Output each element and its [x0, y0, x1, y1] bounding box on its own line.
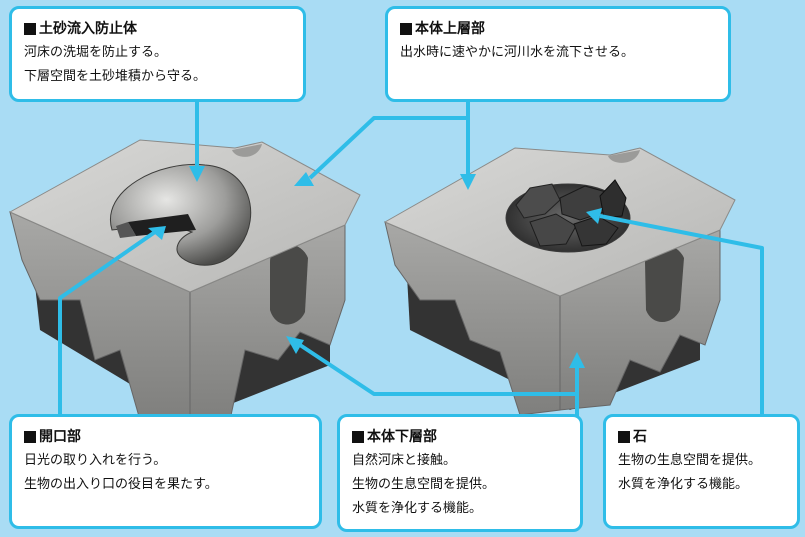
square-bullet-icon	[352, 431, 364, 443]
left-block	[8, 139, 361, 421]
callout-upper-line-1: 出水時に速やかに河川水を流下させる。	[400, 45, 635, 60]
callout-soil-stop-line-1: 河床の洗堀を防止する。	[24, 45, 168, 60]
callout-opening-title: 開口部	[39, 429, 81, 445]
callout-lower-line-3: 水質を浄化する機能。	[352, 501, 483, 516]
right-block	[383, 147, 736, 416]
callout-stone-line-2: 水質を浄化する機能。	[618, 477, 749, 492]
square-bullet-icon	[24, 23, 36, 35]
arrow-head-icon	[148, 226, 166, 240]
connector-upper-left	[308, 100, 470, 180]
callout-soil-stop-title: 土砂流入防止体	[39, 21, 137, 37]
arrow-heads	[148, 166, 602, 368]
connector-stone	[599, 214, 764, 416]
callout-opening-line-2: 生物の出入り口の役目を果たす。	[24, 477, 218, 492]
arrow-head-icon	[460, 174, 476, 190]
square-bullet-icon	[24, 431, 36, 443]
callout-lower-line-2: 生物の生息空間を提供。	[352, 477, 496, 492]
stone-4	[529, 213, 577, 247]
callout-opening: 開口部 日光の取り入れを行う。 生物の出入り口の役目を果たす。	[9, 414, 322, 529]
right-block-notch	[645, 244, 684, 322]
callout-lower: 本体下層部 自然河床と接触。 生物の生息空間を提供。 水質を浄化する機能。	[337, 414, 583, 532]
callout-stone-line-1: 生物の生息空間を提供。	[618, 453, 762, 468]
arrow-head-icon	[294, 172, 314, 186]
connector-opening	[58, 230, 157, 416]
arrow-head-icon	[569, 352, 585, 368]
arrow-head-icon	[586, 208, 602, 224]
callout-soil-stop-line-2: 下層空間を土砂堆積から守る。	[24, 69, 207, 84]
callout-upper: 本体上層部 出水時に速やかに河川水を流下させる。	[385, 6, 731, 102]
callout-upper-title: 本体上層部	[415, 21, 485, 37]
opening-slot	[128, 214, 196, 236]
square-bullet-icon	[618, 431, 630, 443]
callout-opening-line-1: 日光の取り入れを行う。	[24, 453, 167, 468]
callout-lower-line-1: 自然河床と接触。	[352, 453, 457, 468]
arrow-head-icon	[286, 336, 304, 354]
square-bullet-icon	[400, 23, 412, 35]
callout-stone-title: 石	[633, 429, 647, 445]
connector-lower-left	[298, 343, 579, 416]
soil-stop-hood	[109, 163, 252, 266]
callout-lower-title: 本体下層部	[367, 429, 437, 445]
left-block-notch	[270, 244, 308, 325]
stone-3	[599, 179, 627, 219]
callout-soil-stop: 土砂流入防止体 河床の洗堀を防止する。 下層空間を土砂堆積から守る。	[9, 6, 306, 102]
arrow-head-icon	[189, 166, 205, 182]
connectors	[58, 100, 764, 416]
callout-stone: 石 生物の生息空間を提供。 水質を浄化する機能。	[603, 414, 800, 529]
